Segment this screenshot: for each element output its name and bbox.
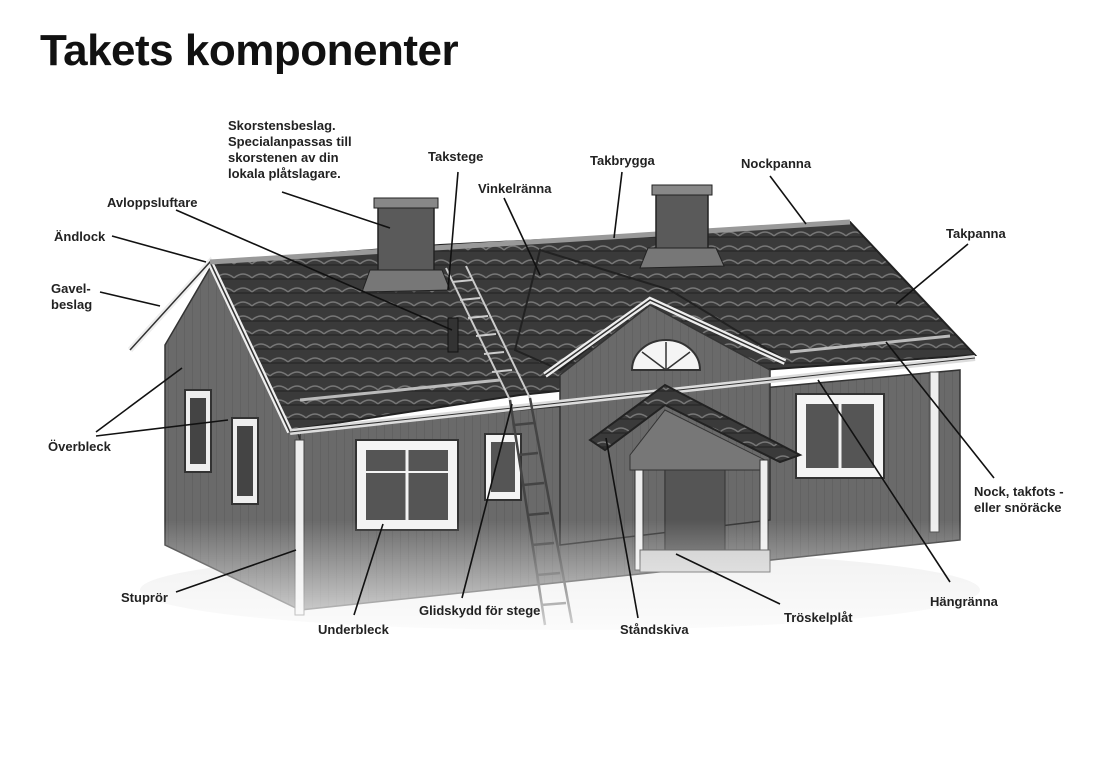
leader-gavelbeslag <box>100 292 160 306</box>
label-avloppsluftare: Avloppsluftare <box>107 195 198 211</box>
label-skorstensbeslag: Skorstensbeslag. Specialanpassas till sk… <box>228 118 352 182</box>
label-troskelplat: Tröskelplåt <box>784 610 853 626</box>
label-stupror: Stuprör <box>121 590 168 606</box>
window-gable-2 <box>232 418 258 504</box>
label-vinkelranna: Vinkelränna <box>478 181 551 197</box>
leader-nockpanna <box>770 176 806 224</box>
chimney-right <box>640 185 724 268</box>
leader-skorstensbeslag <box>282 192 390 228</box>
label-skorstensbeslag-line-1: Skorstensbeslag. <box>228 118 352 134</box>
label-standskiva: Ståndskiva <box>620 622 689 638</box>
label-gavelbeslag-line-1: Gavel- <box>51 281 92 297</box>
leader-takpanna <box>896 244 968 304</box>
window-front-3 <box>796 394 884 478</box>
label-takbrygga: Takbrygga <box>590 153 655 169</box>
label-andlock: Ändlock <box>54 229 105 245</box>
downpipe-right <box>930 372 939 532</box>
label-nockpanna: Nockpanna <box>741 156 811 172</box>
label-takpanna: Takpanna <box>946 226 1006 242</box>
label-gavelbeslag-line-2: beslag <box>51 297 92 313</box>
label-takstege: Takstege <box>428 149 483 165</box>
label-gavelbeslag: Gavel- beslag <box>51 281 92 313</box>
label-skorstensbeslag-line-2: Specialanpassas till <box>228 134 352 150</box>
label-underbleck: Underbleck <box>318 622 389 638</box>
label-overbleck: Överbleck <box>48 439 111 455</box>
label-nock-takfots-line-2: eller snöräcke <box>974 500 1064 516</box>
leader-andlock <box>112 236 206 262</box>
vent-pipe <box>448 318 458 352</box>
window-gable-1 <box>185 390 211 472</box>
label-glidskydd: Glidskydd för stege <box>419 603 540 619</box>
label-nock-takfots: Nock, takfots - eller snöräcke <box>974 484 1064 516</box>
window-front-1 <box>356 440 458 530</box>
leader-takbrygga <box>614 172 622 238</box>
label-skorstensbeslag-line-4: lokala plåtslagare. <box>228 166 352 182</box>
label-hangranna: Hängränna <box>930 594 998 610</box>
label-skorstensbeslag-line-3: skorstenen av din <box>228 150 352 166</box>
label-nock-takfots-line-1: Nock, takfots - <box>974 484 1064 500</box>
